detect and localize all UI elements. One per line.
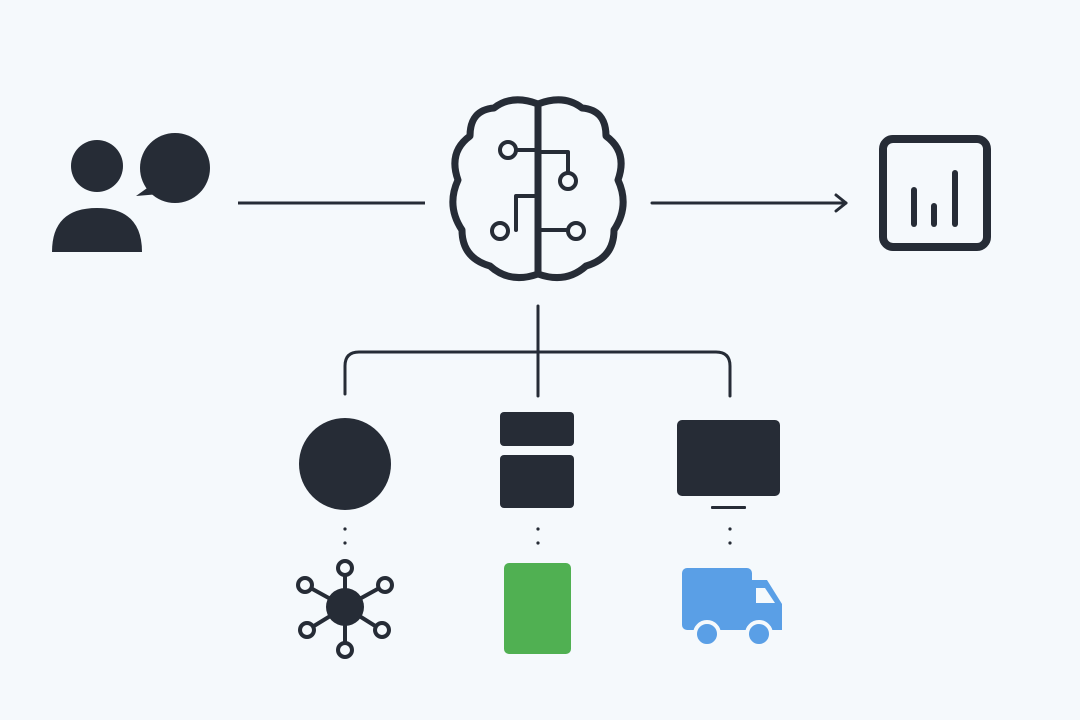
bar-chart-icon <box>879 135 991 251</box>
green-block-icon <box>504 563 571 654</box>
truck-icon <box>682 568 782 648</box>
arrow-core-to-output <box>650 193 848 213</box>
server-stack-icon <box>500 412 574 508</box>
users-chat-icon <box>52 133 210 252</box>
circle-icon <box>299 418 391 510</box>
brain-circuit-icon <box>449 96 627 282</box>
dotted-connectors <box>343 527 732 545</box>
monitor-icon <box>677 420 780 509</box>
network-hub-icon <box>296 559 394 659</box>
branch-connectors <box>343 304 732 398</box>
